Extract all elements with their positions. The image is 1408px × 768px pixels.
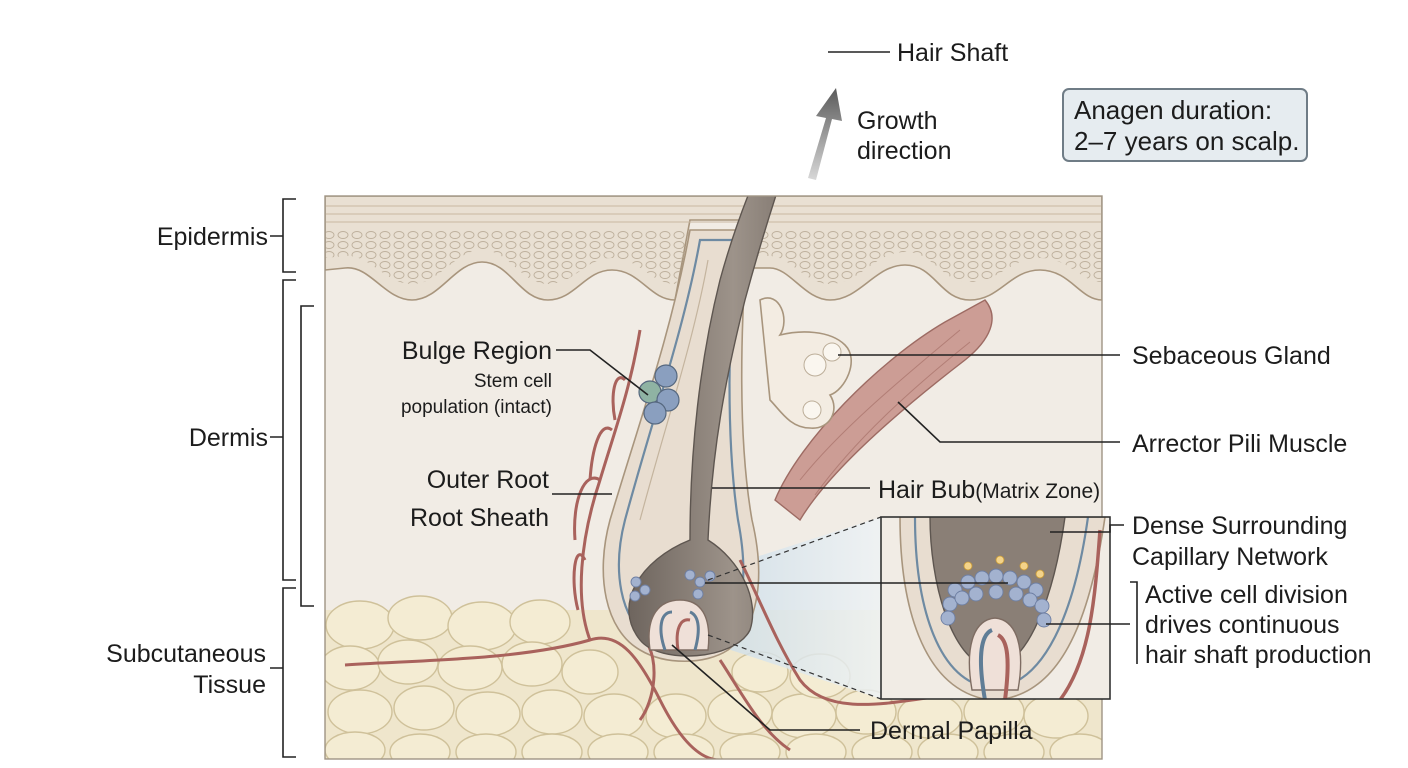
stem-cells: [638, 364, 680, 425]
label-bulge-region: Bulge Region: [402, 337, 552, 365]
label-stem-cell-2: population (intact): [401, 397, 552, 418]
growth-arrow: [808, 88, 842, 180]
label-hair-shaft: Hair Shaft: [897, 39, 1008, 67]
dermis-inner-bracket: [270, 305, 314, 607]
epidermis-bracket: [270, 198, 296, 273]
anagen-note-box: Anagen duration: 2–7 years on scalp.: [1062, 88, 1308, 162]
dermis-outer-bracket: [282, 279, 296, 581]
label-matrix-zone: (Matrix Zone): [975, 480, 1100, 503]
label-dermal-papilla: Dermal Papilla: [870, 717, 1033, 745]
label-sebaceous-gland: Sebaceous Gland: [1132, 342, 1331, 370]
cell-division-bracket: [1130, 581, 1138, 664]
label-cell-division-2: drives continuous: [1145, 611, 1340, 639]
label-dermis: Dermis: [189, 424, 268, 452]
label-stem-cell-1: Stem cell: [474, 371, 552, 392]
bulb-inset: [880, 516, 1111, 700]
layer-brackets: [270, 198, 1138, 758]
label-outer-root-1: Outer Root: [427, 466, 549, 494]
skin-block-border: [324, 195, 1103, 760]
label-cell-division-1: Active cell division: [1145, 581, 1348, 609]
epidermis-layer: [325, 196, 1102, 301]
anagen-note-line-2: 2–7 years on scalp.: [1074, 126, 1300, 156]
label-capillary-2: Capillary Network: [1132, 543, 1328, 571]
label-hair-bulb-main: Hair Bub: [878, 476, 975, 504]
label-epidermis: Epidermis: [157, 223, 268, 251]
subcutaneous-bracket: [270, 587, 296, 758]
label-subcutaneous-2: Tissue: [193, 671, 266, 699]
label-hair-bulb: Hair Bub(Matrix Zone): [878, 476, 1100, 504]
label-cell-division-3: hair shaft production: [1145, 641, 1372, 669]
sebaceous-gland: [759, 297, 852, 429]
zoom-lines: [707, 516, 882, 700]
label-capillary-1: Dense Surrounding: [1132, 512, 1347, 540]
matrix-cells: [629, 569, 716, 602]
label-outer-root-2: Root Sheath: [410, 504, 549, 532]
anagen-note-line-1: Anagen duration:: [1074, 95, 1273, 125]
label-growth-1: Growth: [857, 107, 938, 135]
leader-lines: [552, 51, 1130, 731]
dermal-papilla: [648, 599, 710, 651]
label-arrector-pili: Arrector Pili Muscle: [1132, 430, 1347, 458]
label-subcutaneous-1: Subcutaneous: [106, 640, 266, 668]
inset-matrix-cells: [940, 568, 1052, 628]
label-growth-2: direction: [857, 137, 952, 165]
inset-active-division: [963, 555, 1045, 579]
